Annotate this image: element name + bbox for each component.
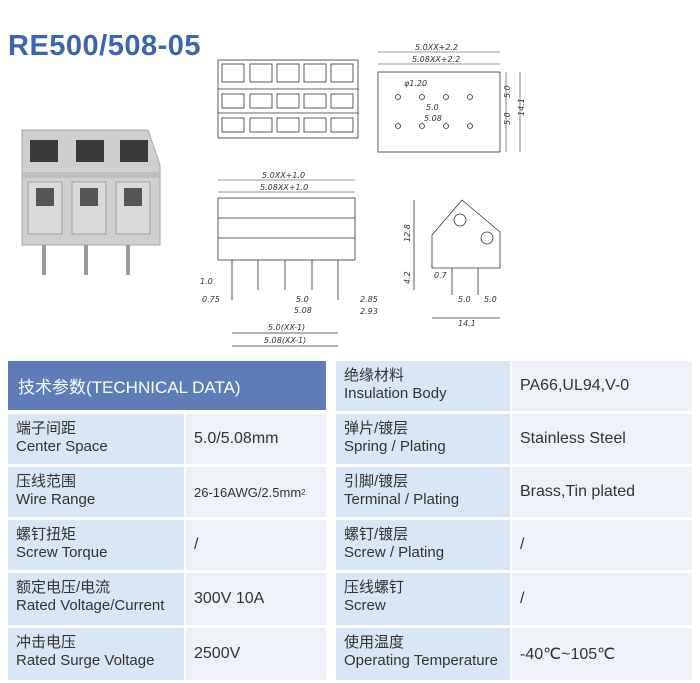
dim-height-2: 5.0 [503,112,512,125]
dim-height-total: 14.1 [517,98,526,116]
dim-span-1: 5.0(XX-1) [268,323,305,332]
value-operating-temperature: -40℃~105℃ [512,628,692,680]
dim-top-width-2: 5.08XX+2.2 [412,55,460,64]
value-screw-torque: / [186,520,326,570]
product-title: RE500/508-05 [8,30,202,62]
footprint-drawing: 5.0XX+2.2 5.08XX+2.2 φ1.20 5.0 5.08 5.0 … [377,43,526,153]
product-photo [21,129,161,275]
value-terminal-plating: Brass,Tin plated [512,467,692,517]
value-screw: / [512,573,692,625]
dim-front-width-1: 5.0XX+1.0 [262,171,305,180]
dim-pitch-a: 5.0 [296,295,309,304]
dim-pitch-b: 5.08 [294,306,312,315]
dim-front-width-2: 5.08XX+1.0 [260,183,308,192]
dim-hole-pitch-1: 5.0 [426,103,439,112]
value-rated-voltage: 300V 10A [186,573,326,625]
top-view-drawing [217,59,359,139]
technical-drawings: 5.0XX+2.2 5.08XX+2.2 φ1.20 5.0 5.08 5.0 … [21,43,526,347]
value-insulation-body: PA66,UL94,V-0 [512,361,692,411]
value-screw-plating: / [512,520,692,570]
dim-hole-dia: φ1.20 [404,79,427,88]
dim-side-width: 14.1 [458,319,476,328]
dim-side-p1: 5.0 [458,295,471,304]
front-view-drawing: 5.0XX+1.0 5.08XX+1.0 1.0 0.75 5.0 5.08 2… [200,171,378,347]
dim-side-p2: 5.0 [484,295,497,304]
side-view-drawing: 12.8 4.2 0.7 5.0 5.0 14.1 [403,199,501,328]
dim-side-h2: 4.2 [403,271,412,284]
dim-2-85: 2.85 [360,295,378,304]
table-header: 技术参数(TECHNICAL DATA) [8,361,326,410]
value-center-space: 5.0/5.08mm [186,414,326,464]
dim-2-93: 2.93 [360,307,378,316]
value-spring-plating: Stainless Steel [512,414,692,464]
dim-0-75: 0.75 [202,295,220,304]
dim-height-1: 5.0 [503,85,512,98]
dim-side-h1: 12.8 [403,224,412,242]
dim-1-0: 1.0 [200,277,213,286]
dim-span-2: 5.08(XX-1) [264,336,306,345]
dim-top-width-1: 5.0XX+2.2 [415,43,458,52]
dim-hole-pitch-2: 5.08 [424,114,442,123]
value-surge-voltage: 2500V [186,628,326,680]
dim-side-0-7: 0.7 [434,271,448,280]
